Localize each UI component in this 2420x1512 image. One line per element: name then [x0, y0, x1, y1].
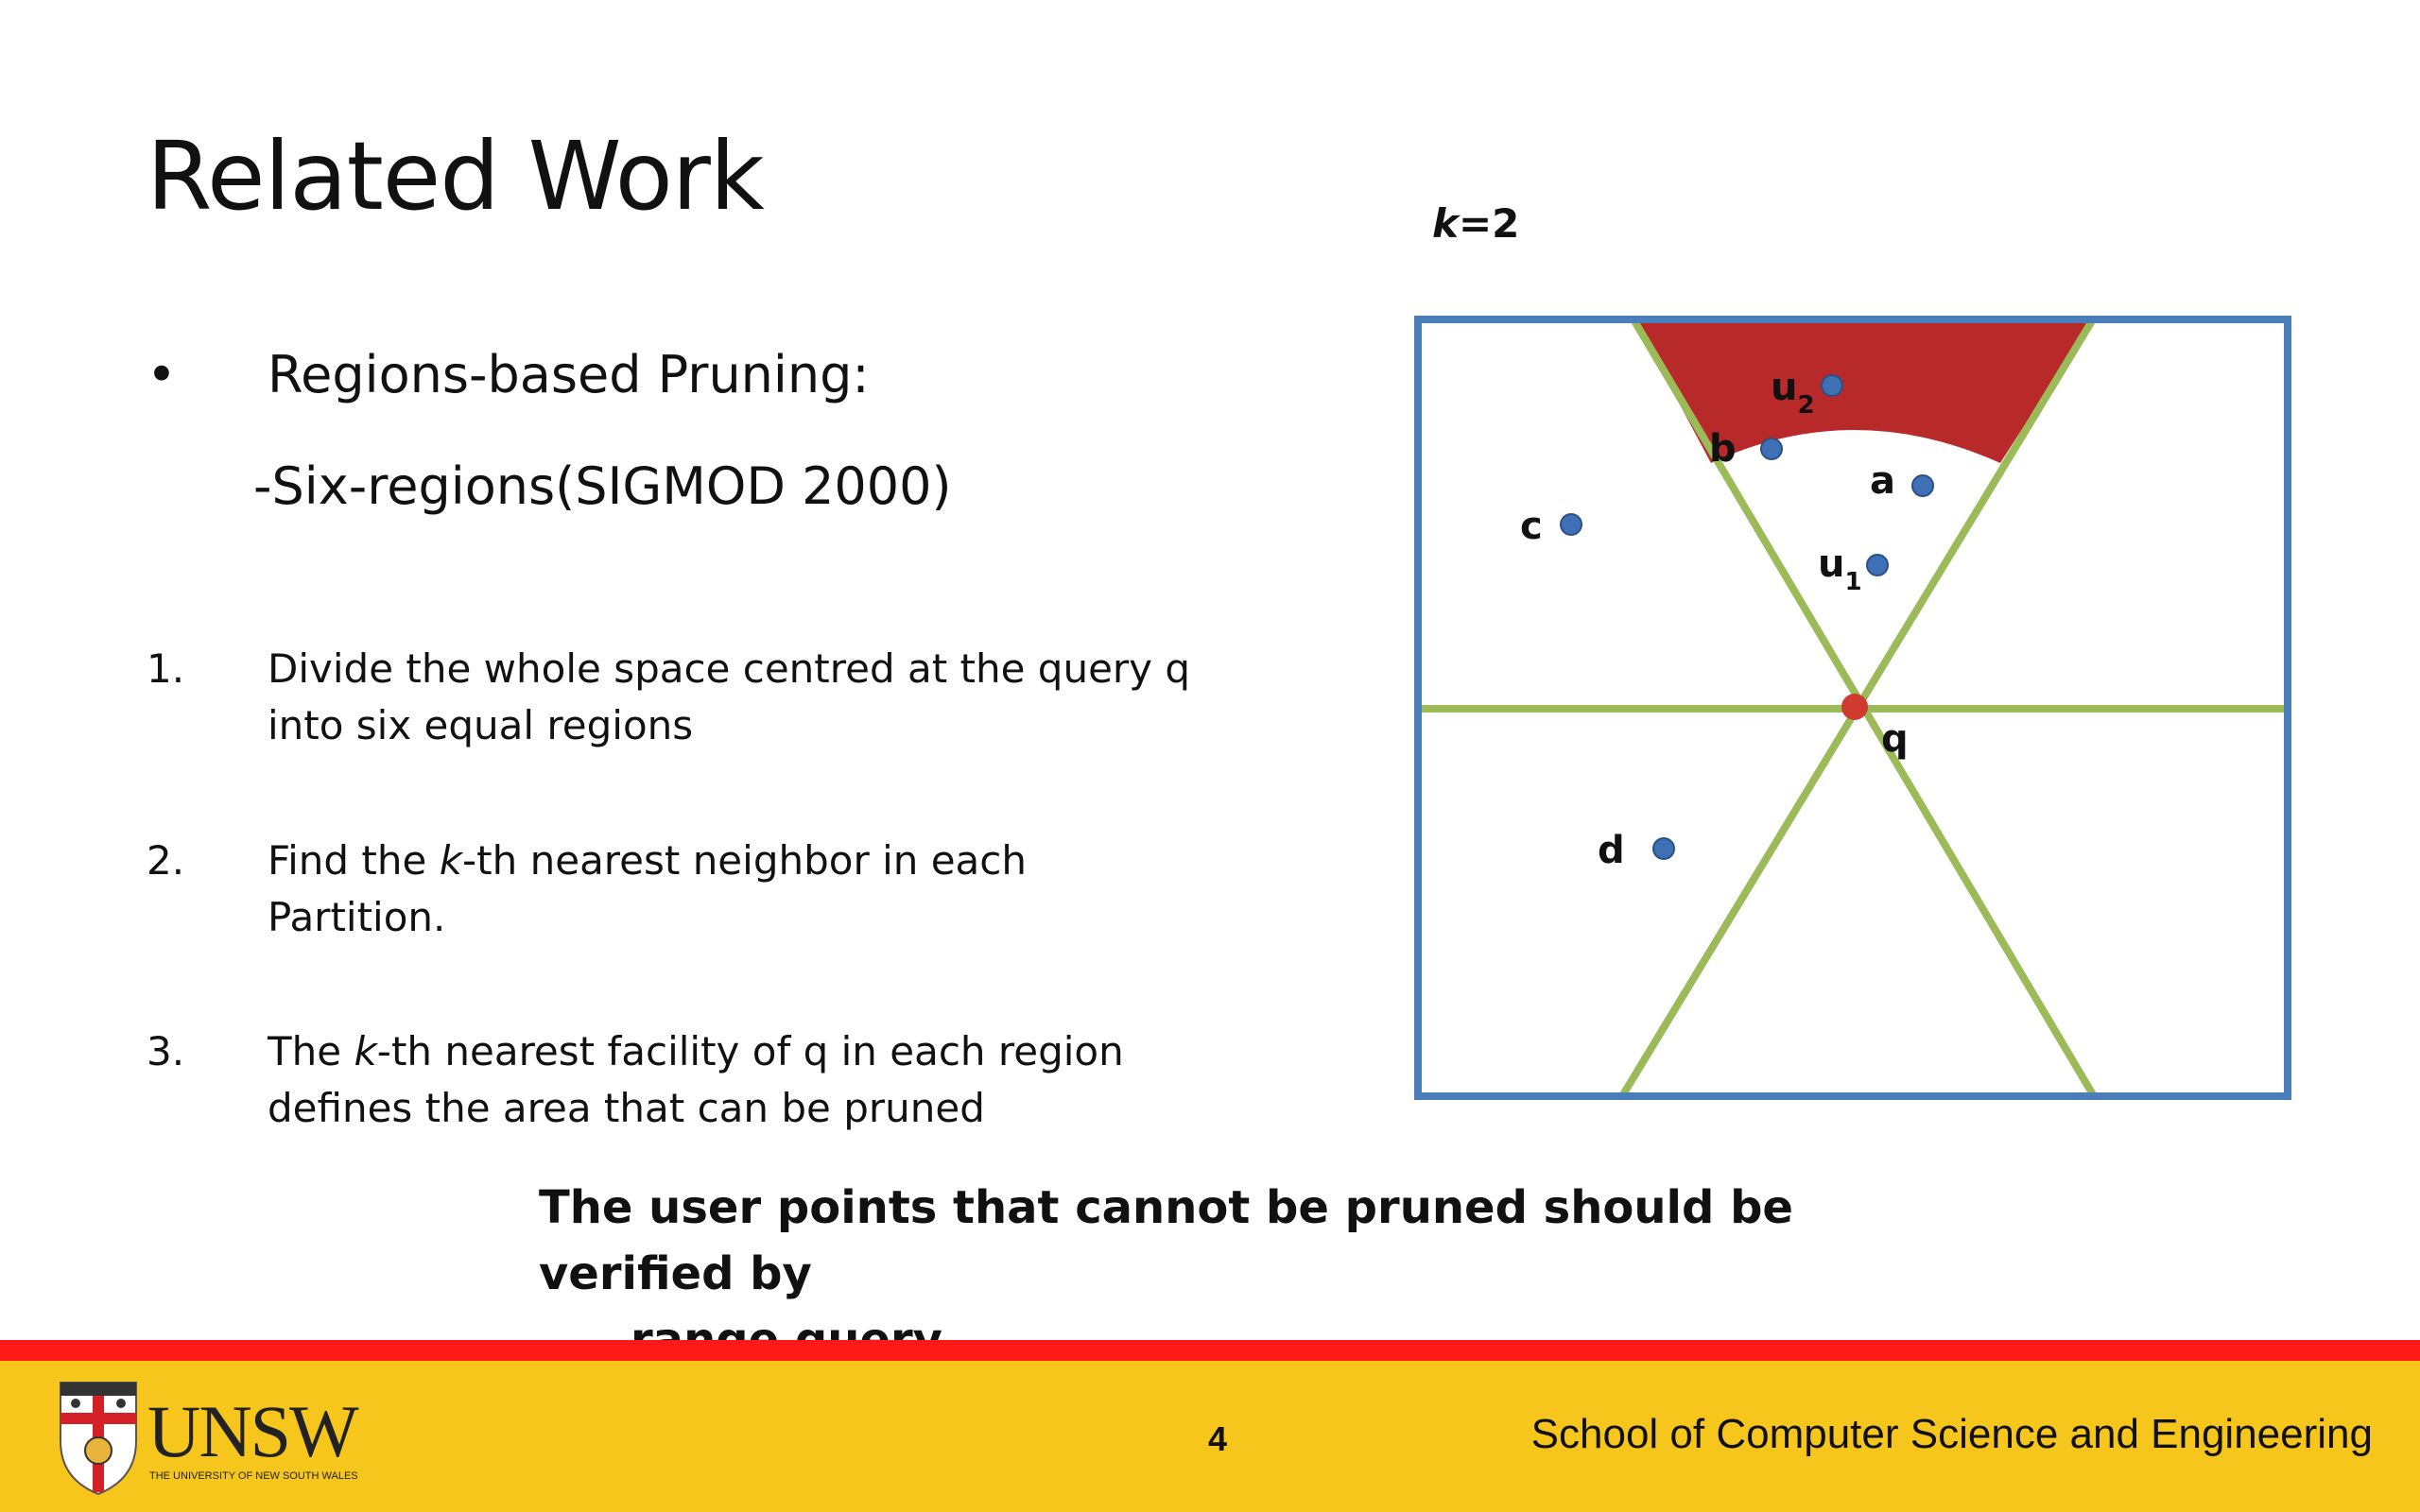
step-text-pre: Find the: [268, 837, 440, 884]
label-u2-main: u: [1771, 366, 1797, 409]
label-u1: u1: [1818, 542, 1862, 596]
label-u1-sub: 1: [1844, 568, 1861, 596]
step-number: 1.: [147, 645, 185, 692]
label-u1-main: u: [1818, 542, 1844, 586]
label-u2-sub: 2: [1797, 391, 1814, 420]
k-italic: k: [1432, 200, 1459, 247]
point-u1: [1866, 554, 1889, 576]
point-a: [1911, 474, 1934, 497]
step-text: The k-th nearest facility of q in each r…: [268, 1023, 1213, 1137]
query-point: [1841, 694, 1868, 720]
verification-note: The user points that cannot be pruned sh…: [539, 1175, 1938, 1373]
step-text-line2: Partition.: [268, 894, 446, 940]
step-text: Find the k-th nearest neighbor in each P…: [268, 833, 1213, 946]
label-d: d: [1598, 829, 1625, 872]
step-text-italic: k: [439, 837, 463, 884]
step-text-italic: k: [354, 1028, 377, 1074]
label-c: c: [1520, 505, 1543, 548]
logo-wordmark: UNSW: [147, 1390, 359, 1472]
step-text-pre: The: [268, 1028, 354, 1074]
pruned-region: [1635, 321, 2091, 463]
footer-band: [0, 1361, 2420, 1512]
unsw-logo: UNSW THE UNIVERSITY OF NEW SOUTH WALES: [60, 1382, 361, 1496]
step-text-post: -th nearest facility of q in each region: [376, 1028, 1124, 1074]
step-number: 3.: [147, 1028, 185, 1074]
step-text-line1: Divide the whole space centred at the qu…: [268, 645, 1191, 692]
k-value: =2: [1458, 200, 1520, 247]
page-number: 4: [1208, 1419, 1228, 1458]
school-name: School of Computer Science and Engineeri…: [1530, 1411, 2373, 1457]
label-a: a: [1870, 459, 1895, 503]
step-text-post: -th nearest neighbor in each: [462, 837, 1027, 884]
label-u2: u2: [1771, 366, 1815, 420]
unsw-crest-icon: [60, 1382, 137, 1496]
step-text-line2: defines the area that can be pruned: [268, 1085, 985, 1131]
k-label: k=2: [1432, 200, 1519, 247]
point-d: [1652, 837, 1675, 860]
bullet-dot: •: [147, 345, 177, 404]
label-b: b: [1709, 427, 1737, 471]
bullet-text: Regions-based Pruning:: [268, 345, 870, 404]
sub-bullet: -Six-regions(SIGMOD 2000): [253, 456, 952, 516]
footer-stripe: [0, 1340, 2420, 1361]
point-b: [1760, 438, 1783, 460]
slide-title: Related Work: [147, 121, 765, 232]
label-q: q: [1881, 717, 1909, 761]
step-number: 2.: [147, 837, 185, 884]
space-frame: [1414, 316, 2291, 1100]
six-regions-diagram: u2 b a c u1 q d: [1414, 316, 2291, 1100]
step-text-line2: into six equal regions: [268, 702, 694, 748]
note-line1: The user points that cannot be pruned sh…: [539, 1181, 1793, 1300]
point-c: [1560, 513, 1582, 536]
point-u2: [1821, 374, 1843, 397]
step-text: Divide the whole space centred at the qu…: [268, 641, 1213, 754]
logo-subtext: THE UNIVERSITY OF NEW SOUTH WALES: [149, 1470, 358, 1482]
